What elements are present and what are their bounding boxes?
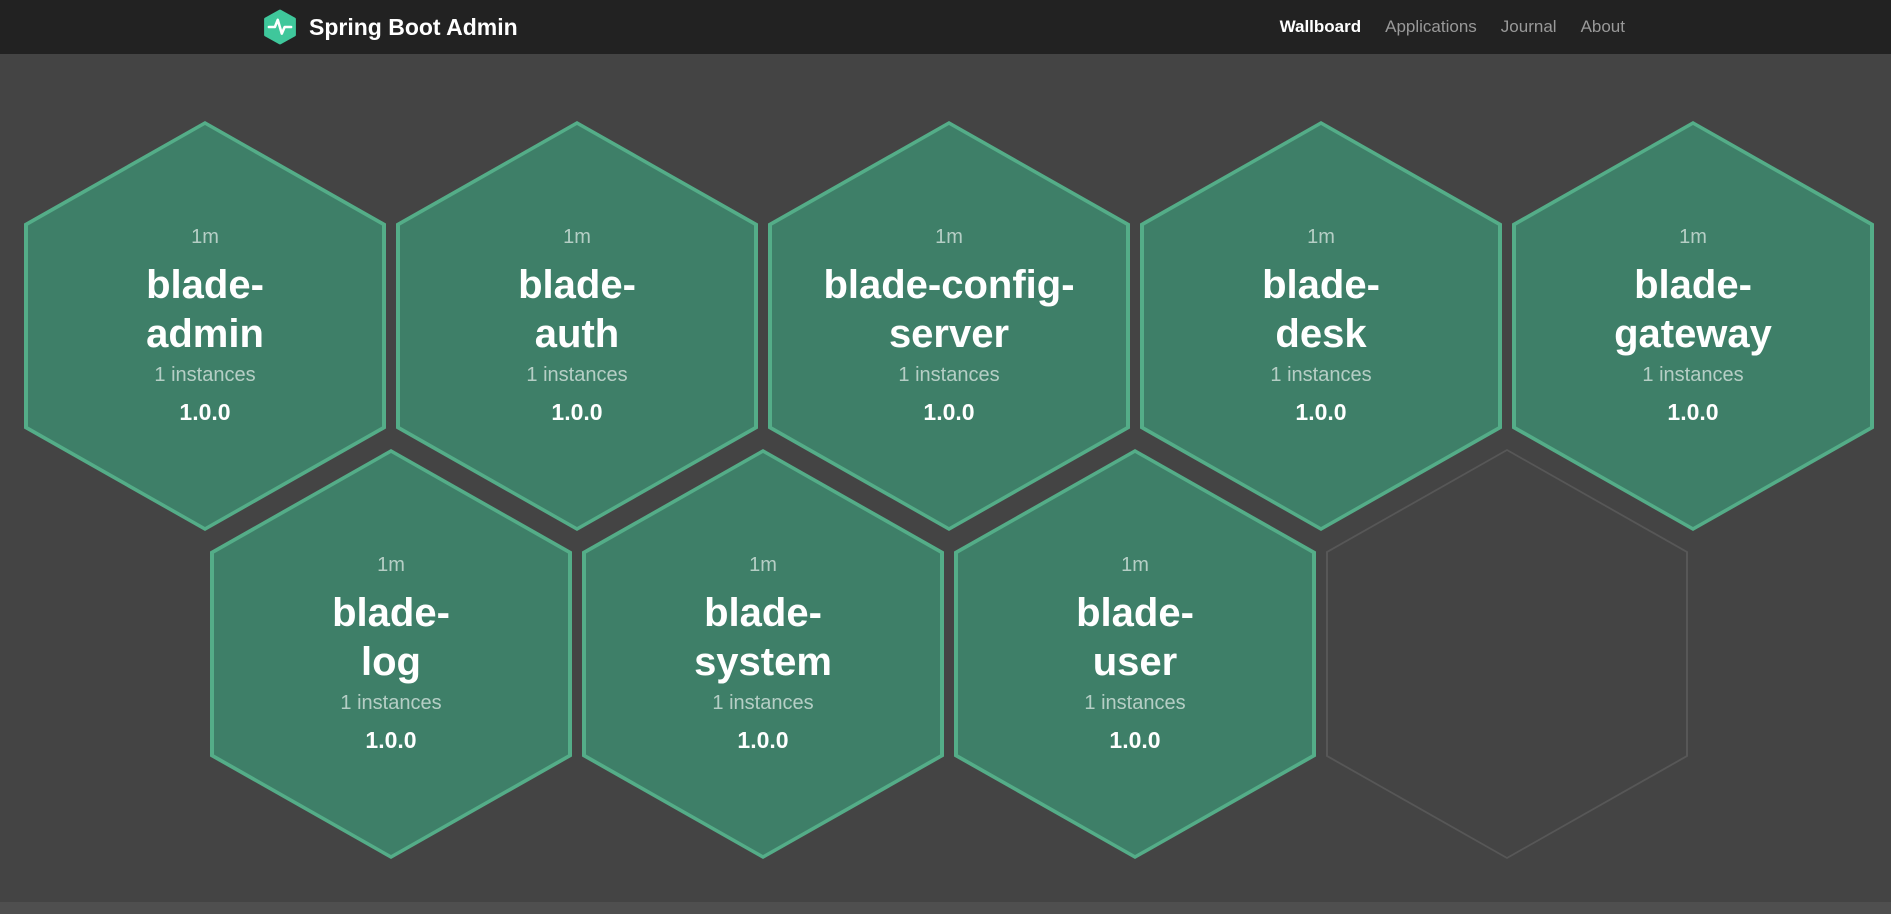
app-name-line1: blade-config- <box>823 262 1075 307</box>
brand-title: Spring Boot Admin <box>309 13 518 40</box>
app-name: blade- desk <box>1262 261 1380 359</box>
empty-hexagon-body <box>1328 451 1686 857</box>
app-name-line1: blade- <box>332 590 450 635</box>
app-instances: 1 instances <box>154 364 256 387</box>
app-uptime: 1m <box>1679 225 1707 248</box>
app-name: blade- system <box>694 589 832 687</box>
app-name-line2: gateway <box>1614 311 1772 356</box>
app-name: blade-config- server <box>823 261 1074 359</box>
app-name: blade- auth <box>518 261 636 359</box>
app-hexagon-blade-config-server[interactable]: 1m blade-config- server 1 instances 1.0.… <box>768 121 1130 531</box>
app-name-line2: log <box>361 639 421 684</box>
app-version: 1.0.0 <box>179 399 231 426</box>
app-hexagon-body: 1m blade- log 1 instances 1.0.0 <box>214 453 568 855</box>
app-name-line1: blade- <box>518 262 636 307</box>
app-instances: 1 instances <box>1084 692 1186 715</box>
app-hexagon-body: 1m blade- user 1 instances 1.0.0 <box>958 453 1312 855</box>
app-instances: 1 instances <box>340 692 442 715</box>
app-name-line1: blade- <box>146 262 264 307</box>
nav-item-wallboard[interactable]: Wallboard <box>1279 17 1362 36</box>
app-uptime: 1m <box>1307 225 1335 248</box>
nav-links: Wallboard Applications Journal About <box>1280 17 1625 37</box>
app-hexagon-body: 1m blade- admin 1 instances 1.0.0 <box>28 125 382 527</box>
app-version: 1.0.0 <box>1295 399 1347 426</box>
app-hexagon-body: 1m blade- system 1 instances 1.0.0 <box>586 453 940 855</box>
app-hexagon-body: 1m blade- desk 1 instances 1.0.0 <box>1144 125 1498 527</box>
app-version: 1.0.0 <box>923 399 975 426</box>
brand[interactable]: Spring Boot Admin <box>262 9 518 45</box>
app-hexagon-blade-user[interactable]: 1m blade- user 1 instances 1.0.0 <box>954 449 1316 859</box>
app-version: 1.0.0 <box>551 399 603 426</box>
app-name: blade- user <box>1076 589 1194 687</box>
app-name-line1: blade- <box>1634 262 1752 307</box>
app-uptime: 1m <box>191 225 219 248</box>
app-name-line2: system <box>694 639 832 684</box>
bottom-strip <box>0 902 1891 914</box>
app-version: 1.0.0 <box>1667 399 1719 426</box>
app-name-line1: blade- <box>704 590 822 635</box>
app-hexagon-blade-system[interactable]: 1m blade- system 1 instances 1.0.0 <box>582 449 944 859</box>
spring-boot-admin-logo-icon <box>264 9 296 45</box>
app-instances: 1 instances <box>898 364 1000 387</box>
app-name-line1: blade- <box>1262 262 1380 307</box>
app-instances: 1 instances <box>1642 364 1744 387</box>
wallboard: 1m blade- admin 1 instances 1.0.0 1m bla… <box>0 54 1891 902</box>
app-uptime: 1m <box>1121 553 1149 576</box>
app-hexagon-body: 1m blade- auth 1 instances 1.0.0 <box>400 125 754 527</box>
empty-hexagon-placeholder <box>1326 449 1688 859</box>
app-instances: 1 instances <box>526 364 628 387</box>
app-version: 1.0.0 <box>365 727 417 754</box>
app-uptime: 1m <box>749 553 777 576</box>
app-version: 1.0.0 <box>1109 727 1161 754</box>
app-hexagon-blade-auth[interactable]: 1m blade- auth 1 instances 1.0.0 <box>396 121 758 531</box>
nav-item-applications[interactable]: Applications <box>1385 17 1477 36</box>
app-name-line1: blade- <box>1076 590 1194 635</box>
nav-item-about[interactable]: About <box>1580 17 1625 36</box>
navbar: Spring Boot Admin Wallboard Applications… <box>0 0 1891 54</box>
app-version: 1.0.0 <box>737 727 789 754</box>
app-hexagon-blade-admin[interactable]: 1m blade- admin 1 instances 1.0.0 <box>24 121 386 531</box>
app-instances: 1 instances <box>712 692 814 715</box>
app-hexagon-blade-desk[interactable]: 1m blade- desk 1 instances 1.0.0 <box>1140 121 1502 531</box>
app-name-line2: admin <box>146 311 264 356</box>
app-name-line2: auth <box>534 311 620 356</box>
app-uptime: 1m <box>563 225 591 248</box>
app-name: blade- log <box>332 589 450 687</box>
app-name: blade- admin <box>146 261 264 359</box>
app-hexagon-blade-gateway[interactable]: 1m blade- gateway 1 instances 1.0.0 <box>1512 121 1874 531</box>
app-uptime: 1m <box>935 225 963 248</box>
app-instances: 1 instances <box>1270 364 1372 387</box>
app-uptime: 1m <box>377 553 405 576</box>
app-name: blade- gateway <box>1614 261 1772 359</box>
app-hexagon-body: 1m blade-config- server 1 instances 1.0.… <box>772 125 1126 527</box>
app-name-line2: server <box>888 311 1010 356</box>
app-name-line2: user <box>1092 639 1178 684</box>
app-name-line2: desk <box>1275 311 1367 356</box>
app-hexagon-body: 1m blade- gateway 1 instances 1.0.0 <box>1516 125 1870 527</box>
app-hexagon-blade-log[interactable]: 1m blade- log 1 instances 1.0.0 <box>210 449 572 859</box>
nav-item-journal[interactable]: Journal <box>1500 17 1557 36</box>
